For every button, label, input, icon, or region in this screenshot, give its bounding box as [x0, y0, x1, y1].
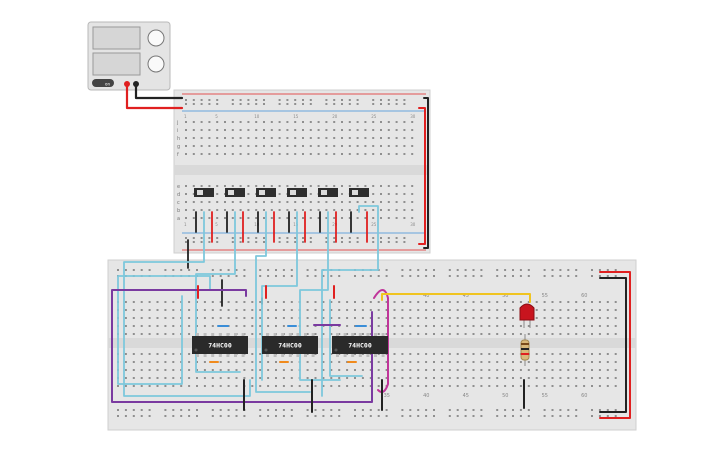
- bottom-breadboard-column-numbers-bottom: 35 40 45 50 55 60: [384, 393, 588, 399]
- wire-black-supply[interactable]: [134, 82, 184, 100]
- column-number: 40: [423, 393, 429, 399]
- wire-red-rail-bottom-right[interactable]: [599, 271, 631, 419]
- bottom-breadboard-holes[interactable]: [117, 269, 617, 417]
- power-button-label: on: [105, 82, 110, 87]
- column-number: 10: [254, 114, 260, 119]
- row-letter: f: [177, 152, 179, 158]
- wire-purple-main[interactable]: [111, 289, 373, 403]
- slide-switch[interactable]: [256, 188, 276, 197]
- column-number: 15: [293, 114, 299, 119]
- red-led[interactable]: [519, 303, 535, 328]
- column-number: 60: [581, 393, 587, 399]
- power-supply[interactable]: on: [87, 21, 171, 91]
- row-letter: e: [177, 184, 180, 190]
- bottom-breadboard-column-numbers-top: 40 45 50 55 60: [423, 293, 587, 299]
- current-knob[interactable]: [147, 55, 165, 73]
- wire-red-rail-right[interactable]: [418, 107, 426, 245]
- row-letter: d: [177, 192, 180, 198]
- wire-black-switch-legs[interactable]: [195, 211, 352, 233]
- column-number: 30: [410, 114, 416, 119]
- wires[interactable]: [111, 82, 631, 419]
- column-number: 25: [371, 114, 377, 119]
- chip-label: 74HC00: [348, 342, 372, 350]
- wire-cyan-b[interactable]: [195, 211, 241, 373]
- slide-switch[interactable]: [349, 188, 369, 197]
- chip-74hc00[interactable]: 74HC00: [192, 333, 248, 357]
- slide-switch[interactable]: [225, 188, 245, 197]
- column-number: 20: [332, 114, 338, 119]
- column-number: 45: [463, 393, 469, 399]
- row-letter: c: [177, 200, 180, 206]
- voltage-display: [92, 26, 141, 50]
- row-letter: j: [176, 120, 178, 126]
- column-number: 50: [502, 293, 508, 299]
- row-letter: i: [177, 128, 178, 134]
- column-number: 35: [384, 393, 390, 399]
- chip-74hc00[interactable]: 74HC00: [332, 333, 388, 357]
- column-number: 15: [293, 222, 299, 227]
- column-number: 40: [423, 293, 429, 299]
- column-number: 55: [542, 393, 548, 399]
- wire-cyan-e[interactable]: [299, 211, 341, 381]
- wire-cyan-c[interactable]: [255, 211, 311, 393]
- column-number: 60: [581, 293, 587, 299]
- resistor[interactable]: [520, 334, 530, 366]
- column-number: 55: [542, 293, 548, 299]
- row-letter: a: [177, 216, 180, 222]
- column-number: 1: [184, 222, 187, 227]
- row-letter: b: [177, 208, 180, 214]
- column-number: 20: [332, 222, 338, 227]
- column-number: 50: [502, 393, 508, 399]
- power-button[interactable]: [92, 79, 114, 87]
- wire-cyan-g[interactable]: [117, 275, 211, 385]
- wire-black-rail-bottom-right[interactable]: [599, 277, 627, 413]
- wire-cyan-a[interactable]: [123, 211, 251, 397]
- column-number: 1: [184, 114, 187, 119]
- logic-chips[interactable]: 74HC00 74HC00 74HC00: [192, 333, 388, 357]
- wire-black-rail-right[interactable]: [423, 97, 429, 249]
- wire-red-switch-legs[interactable]: [211, 211, 368, 243]
- slide-switch[interactable]: [194, 188, 214, 197]
- column-number: 25: [371, 222, 377, 227]
- wire-red-supply[interactable]: [125, 82, 184, 110]
- wire-cyan-d[interactable]: [261, 211, 298, 381]
- wire-red-vcc[interactable]: [197, 285, 335, 299]
- current-display: [92, 52, 141, 76]
- row-letter: h: [177, 136, 180, 142]
- top-breadboard-trench: [174, 165, 430, 175]
- chip-label: 74HC00: [208, 342, 232, 350]
- row-letter: g: [177, 144, 180, 150]
- slide-switch[interactable]: [318, 188, 338, 197]
- top-breadboard-holes[interactable]: [185, 99, 414, 243]
- wire-cyan-f[interactable]: [321, 205, 379, 397]
- column-number: 30: [410, 222, 416, 227]
- slide-switch[interactable]: [287, 188, 307, 197]
- chip-74hc00[interactable]: 74HC00: [262, 333, 318, 357]
- column-number: 5: [215, 114, 218, 119]
- column-number: 45: [463, 293, 469, 299]
- slide-switches[interactable]: [194, 188, 369, 197]
- wire-black-ground[interactable]: [243, 379, 525, 413]
- wire-yellow[interactable]: [381, 293, 531, 303]
- column-number: 5: [215, 222, 218, 227]
- column-number: 10: [254, 222, 260, 227]
- voltage-knob[interactable]: [147, 29, 165, 47]
- chip-label: 74HC00: [278, 342, 302, 350]
